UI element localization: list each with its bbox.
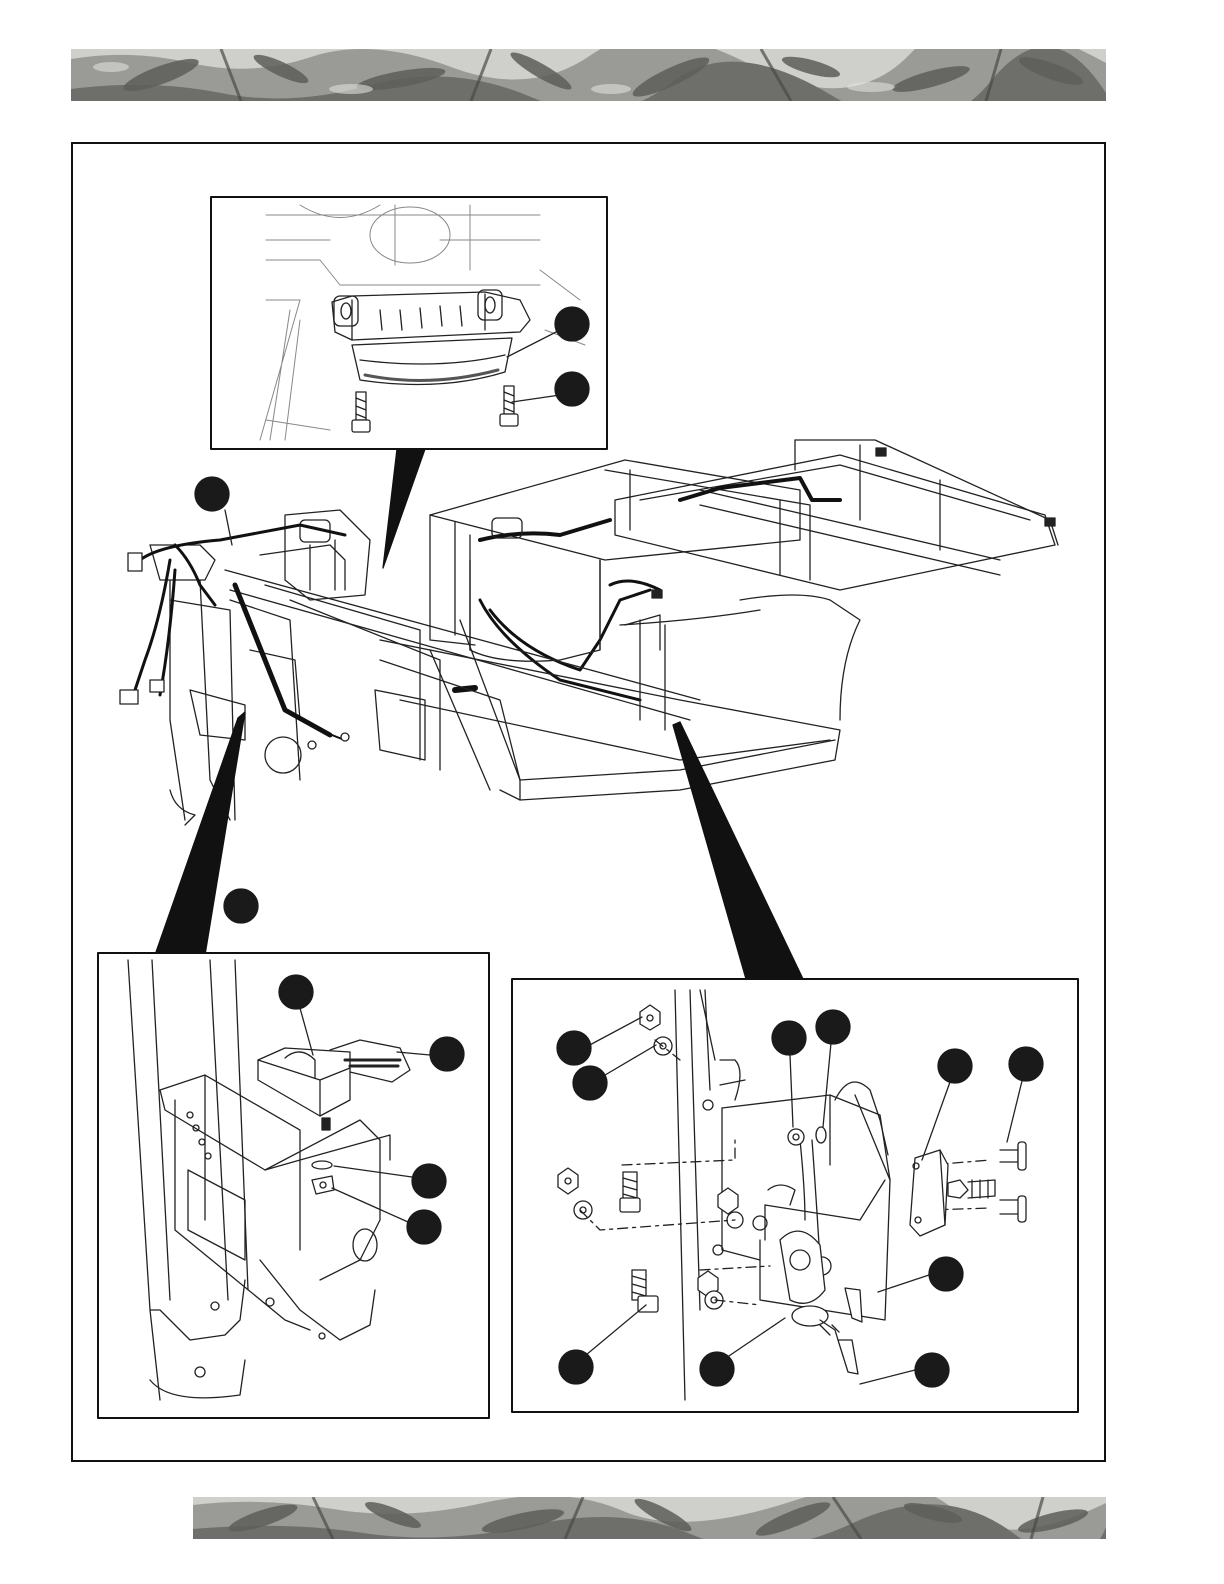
callout-marker	[929, 1257, 963, 1291]
callout-marker	[557, 1031, 591, 1065]
camo-pattern-bottom	[193, 1497, 1106, 1539]
callout-marker	[412, 1164, 446, 1198]
callout-marker	[407, 1210, 441, 1244]
bottom-camo-banner	[193, 1497, 1106, 1539]
callout-marker	[700, 1352, 734, 1386]
callout-marker	[938, 1049, 972, 1083]
callout-marker	[573, 1066, 607, 1100]
callout-marker	[772, 1021, 806, 1055]
callout-marker	[555, 307, 589, 341]
callout-marker	[816, 1010, 850, 1044]
callout-marker	[430, 1037, 464, 1071]
main-chassis	[120, 440, 1058, 825]
pointer-top	[383, 449, 425, 568]
callout-marker	[224, 889, 258, 923]
callout-marker	[559, 1350, 593, 1384]
callout-marker	[279, 975, 313, 1009]
callout-marker	[915, 1353, 949, 1387]
top-inset	[211, 197, 607, 449]
pointer-bottom-right	[673, 722, 803, 979]
callout-marker	[555, 372, 589, 406]
callout-marker	[195, 477, 229, 511]
callout-marker	[1009, 1047, 1043, 1081]
